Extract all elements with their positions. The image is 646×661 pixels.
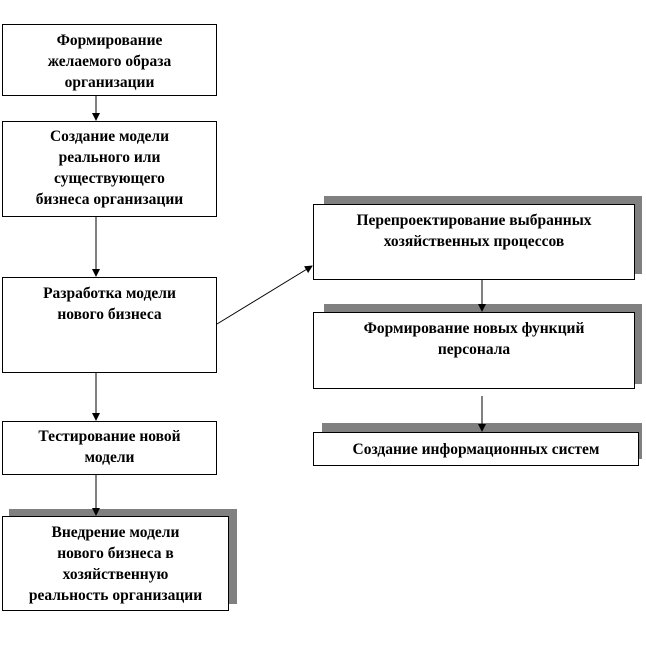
step-label: Разработка модели нового бизнеса [43, 285, 176, 323]
arrow-step3-to-reengineer [216, 265, 313, 325]
step-implement-new-model: Внедрение модели нового бизнеса в хозяйс… [2, 516, 229, 611]
step-form-desired-image: Формирование желаемого образа организаци… [2, 24, 217, 96]
step-label: Внедрение модели нового бизнеса в хозяйс… [28, 524, 203, 604]
step-label: Создание модели реального или существующ… [35, 128, 184, 208]
step-label: Формирование желаемого образа организаци… [47, 32, 172, 91]
step-develop-new-model: Разработка модели нового бизнеса [2, 277, 217, 373]
step-label: Формирование новых функций персонала [363, 320, 585, 358]
step-label: Создание информационных систем [352, 440, 600, 458]
step-create-current-model: Создание модели реального или существующ… [2, 121, 217, 217]
step-create-info-systems: Создание информационных систем [313, 432, 639, 466]
step-label: Перепроектирование выбранных хозяйственн… [356, 212, 592, 250]
step-test-new-model: Тестирование новой модели [2, 421, 217, 475]
step-label: Тестирование новой модели [38, 428, 181, 466]
connector-arrows [92, 96, 486, 516]
step-form-staff-functions: Формирование новых функций персонала [313, 312, 635, 389]
step-reengineer-processes: Перепроектирование выбранных хозяйственн… [313, 204, 635, 280]
